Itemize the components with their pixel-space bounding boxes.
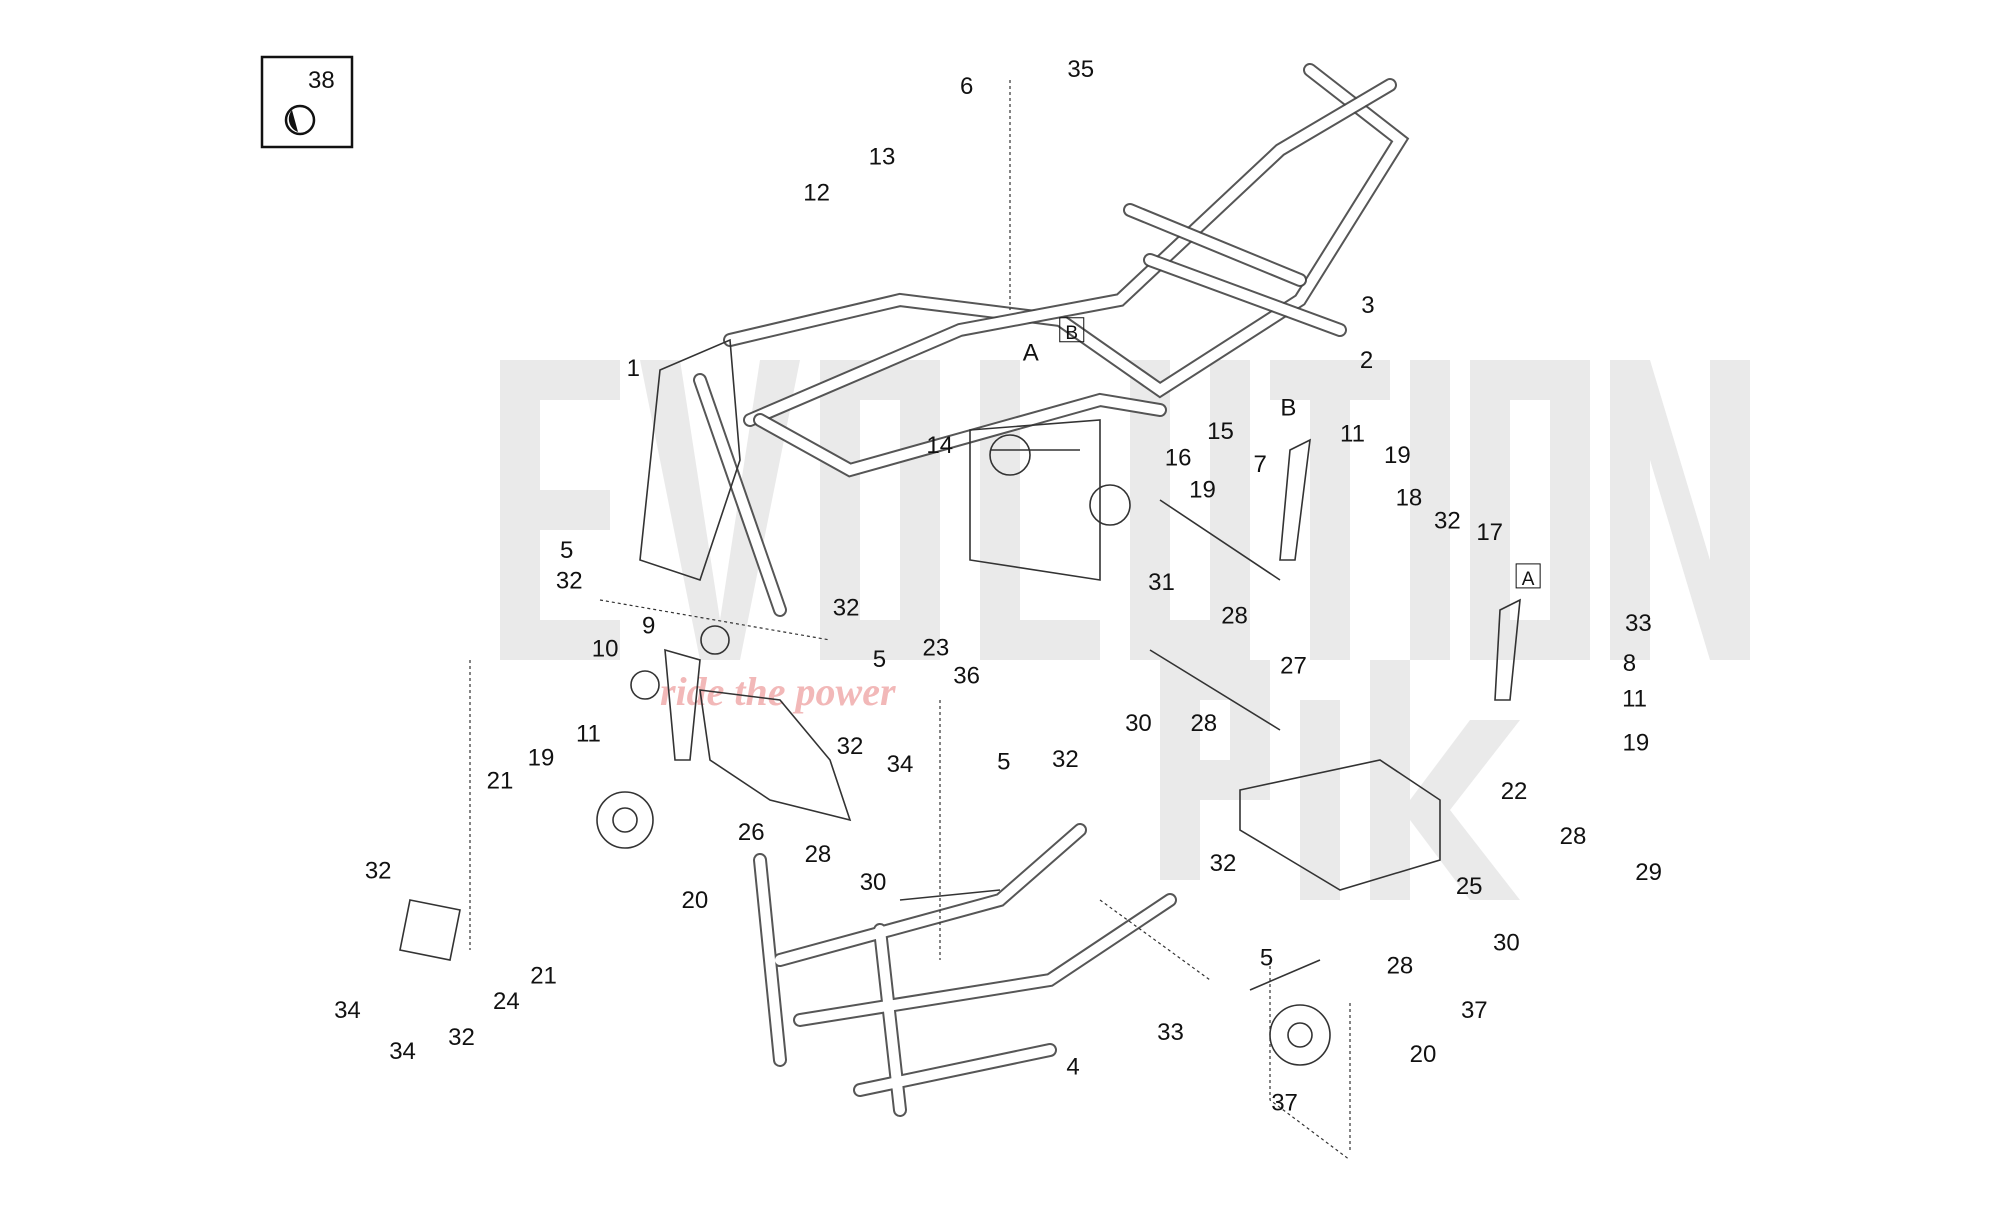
callout-label: A	[1023, 340, 1039, 367]
callout-label: B	[1280, 395, 1296, 422]
callout-label: 19	[528, 745, 555, 772]
leader-lines	[469, 80, 1351, 1161]
callout-label: 9	[642, 613, 655, 640]
inset-box: 38	[260, 55, 354, 149]
callout-label: 32	[1052, 746, 1079, 773]
callout-label: 6	[960, 73, 973, 100]
callout-label: 14	[926, 432, 953, 459]
callout-label: 31	[1148, 569, 1175, 596]
callout-label: 11	[1622, 686, 1647, 713]
callout-label: 36	[953, 663, 980, 690]
callout-label: 32	[837, 733, 864, 760]
main-frame	[639, 63, 1410, 617]
callout-label: 21	[487, 768, 514, 795]
callout-label: 37	[1271, 1090, 1298, 1117]
callout-label: 33	[1157, 1019, 1184, 1046]
callout-label: 30	[860, 869, 887, 896]
callout-label: B	[1065, 323, 1078, 344]
reference-box	[1059, 317, 1085, 343]
callout-label: 19	[1189, 477, 1216, 504]
inset-label: 38	[308, 67, 335, 94]
callout-label: 27	[1280, 652, 1307, 679]
callout-label: 22	[1501, 778, 1528, 805]
callout-label: 32	[1210, 850, 1237, 877]
callout-label: 35	[1067, 56, 1094, 83]
callout-label: 25	[1456, 873, 1483, 900]
callout-label: 5	[1260, 945, 1273, 972]
callout-label: 18	[1396, 484, 1423, 511]
callout-label: 24	[493, 988, 520, 1015]
callout-label: 28	[1560, 823, 1587, 850]
callout-label: 15	[1207, 418, 1234, 445]
callout-label: 12	[803, 179, 830, 206]
callout-label: 34	[887, 751, 914, 778]
callout-label: 29	[1635, 859, 1662, 886]
callout-label: 7	[1254, 451, 1267, 478]
callout-label: 16	[1165, 445, 1192, 472]
callout-label: 3	[1361, 292, 1374, 319]
watermark-slogan: ride the power	[660, 669, 896, 714]
callout-label: 32	[365, 857, 392, 884]
callout-label: 11	[576, 720, 601, 747]
callout-label: 28	[1190, 710, 1217, 737]
callout-label: 28	[805, 841, 832, 868]
callout-label: 28	[1387, 952, 1414, 979]
watermark-brand-logo	[500, 360, 1750, 900]
callout-label: 4	[1066, 1054, 1079, 1081]
callout-label: 19	[1384, 442, 1411, 469]
callout-label: 21	[530, 963, 557, 990]
callout-label: 28	[1221, 602, 1248, 629]
cap-icon	[284, 104, 316, 136]
callout-label: 34	[389, 1038, 416, 1065]
callout-label: 10	[592, 636, 619, 663]
callout-label: 32	[556, 568, 583, 595]
callout-label: 19	[1622, 729, 1649, 756]
callout-label: 23	[923, 634, 950, 661]
callout-label: 20	[1410, 1041, 1437, 1068]
callout-label: 30	[1493, 929, 1520, 956]
lower-cradle	[699, 689, 1441, 1117]
callout-label: 17	[1476, 519, 1503, 546]
callout-label: 20	[681, 887, 708, 914]
callout-label: 5	[560, 537, 573, 564]
callout-label: 1	[627, 355, 640, 382]
engine-mounts	[399, 438, 1521, 1066]
callout-label: 32	[448, 1024, 475, 1051]
callout-label: 37	[1461, 997, 1488, 1024]
callout-label: 2	[1360, 347, 1373, 374]
callout-label: 30	[1125, 710, 1152, 737]
reference-box	[1515, 563, 1541, 589]
callout-label: 34	[334, 997, 361, 1024]
callout-label: 5	[873, 646, 886, 673]
callout-label: 13	[869, 143, 896, 170]
callout-label: 33	[1625, 610, 1652, 637]
callout-label: A	[1522, 569, 1535, 590]
callout-label: 8	[1623, 650, 1636, 677]
callout-label: 32	[1434, 507, 1461, 534]
callout-label: 11	[1340, 420, 1365, 447]
callout-label: 5	[997, 749, 1010, 776]
callout-label: 32	[833, 595, 860, 622]
callout-label: 26	[738, 819, 765, 846]
